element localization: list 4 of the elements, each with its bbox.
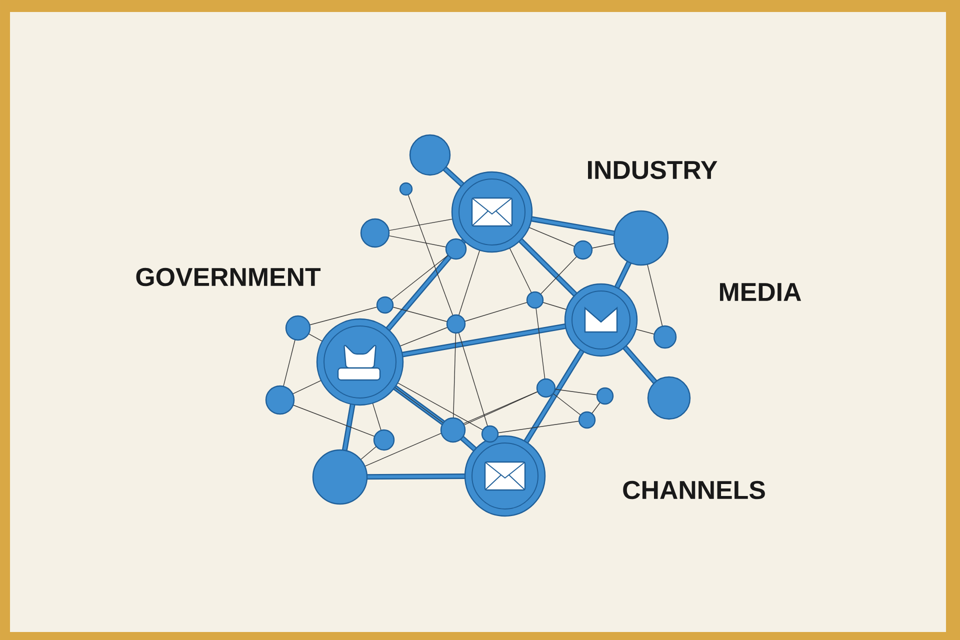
- sector-label: INDUSTRY: [588, 160, 718, 180]
- sector-label: MEDIA: [720, 283, 802, 301]
- sector-label: GOVERNMENT: [136, 268, 321, 286]
- sector-label: CHANNELS: [623, 480, 765, 500]
